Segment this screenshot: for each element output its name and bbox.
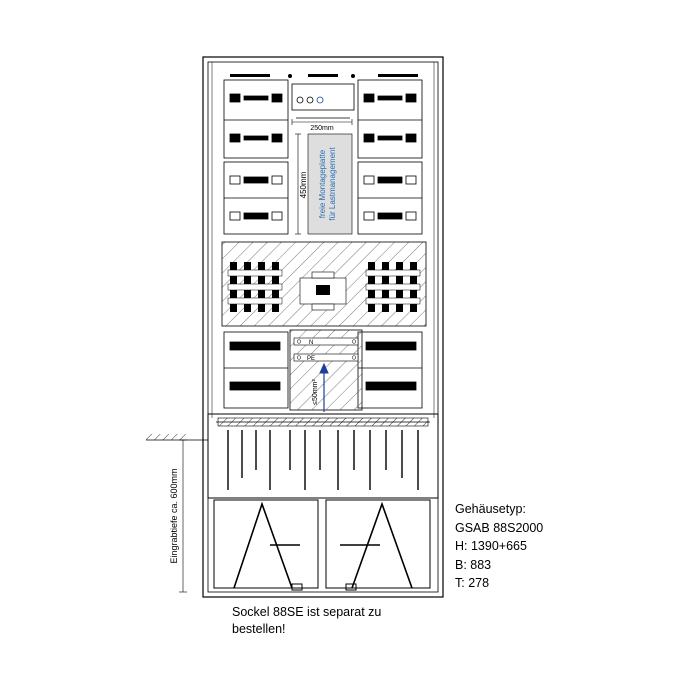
meter-panel-low-left	[223, 331, 289, 409]
depth-dimension	[179, 439, 187, 593]
meter-panel-low-right	[357, 331, 423, 409]
busbar-pe-label: PE	[307, 356, 315, 362]
meter-panel-mid-right	[357, 161, 423, 235]
width-dimension	[291, 119, 353, 125]
depth-label: Eingrabtiefe ca. 600mm	[169, 468, 179, 563]
top-center-module	[291, 83, 355, 119]
socket-note-line1: Sockel 88SE ist separat zu	[232, 605, 382, 619]
cable-label: ≤50mm²	[312, 379, 319, 405]
spec-width: B: 883	[455, 557, 492, 572]
busbar-compartment	[289, 329, 363, 411]
meter-panel-top-left	[223, 79, 289, 159]
top-hinges	[230, 74, 418, 78]
busbar-n-label: N	[309, 340, 313, 346]
fuse-compartment	[221, 241, 427, 327]
meter-panel-top-right	[357, 79, 423, 159]
housing-spec: Gehäusetyp: GSAB 88S2000 H: 1390+665 B: …	[455, 500, 543, 593]
mounting-plate-line2: für Lastmanagement	[328, 147, 337, 221]
cabinet-outline	[202, 56, 444, 598]
meter-panel-mid-left	[223, 161, 289, 235]
socket-base	[213, 499, 431, 591]
height-dimension	[295, 133, 301, 235]
spec-depth: T: 278	[455, 576, 490, 590]
width-label: 250mm	[310, 125, 334, 132]
spec-type-label: Gehäusetyp:	[455, 502, 526, 516]
height-label: 450mm	[299, 171, 308, 198]
mounting-plate-line1: freie Montageplatte	[318, 149, 327, 218]
terminal-rails	[227, 430, 419, 490]
ground-line	[146, 434, 208, 441]
cable-arrow	[319, 362, 329, 412]
mounting-plate	[307, 133, 353, 235]
spec-height: H: 1390+665	[455, 539, 527, 553]
socket-note-line2: bestellen!	[232, 622, 286, 636]
spec-model: GSAB 88S2000	[455, 520, 544, 535]
socket-note: Sockel 88SE ist separat zu bestellen!	[232, 604, 432, 638]
